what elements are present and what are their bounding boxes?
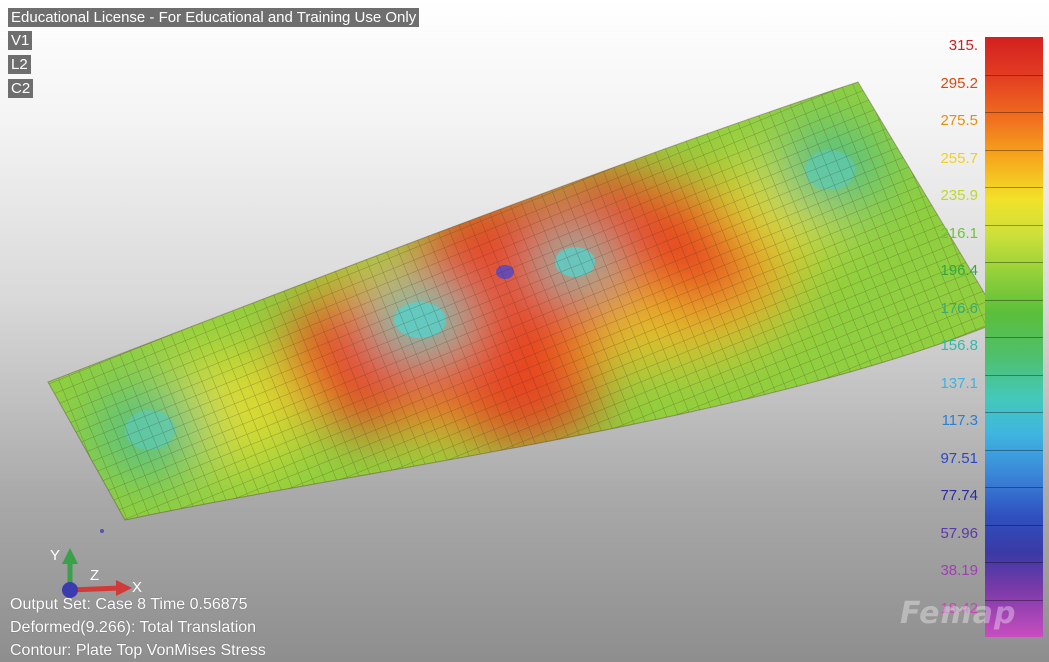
legend-tick-label: 196.4: [940, 262, 978, 279]
legend-tick-label: 117.3: [941, 412, 978, 429]
license-banner: Educational License - For Educational an…: [8, 8, 420, 27]
legend-tick-label: 38.19: [940, 562, 978, 579]
legend-tick-label: 77.74: [940, 487, 978, 504]
legend-tick-label: 255.7: [940, 149, 978, 167]
legend-divider: [985, 224, 1043, 226]
contour-legend-bar: [985, 37, 1043, 637]
legend-divider: [985, 187, 1043, 188]
legend-tick-label: 97.51: [940, 449, 978, 467]
deformed-label: Deformed(9.266): Total Translation: [10, 619, 257, 636]
legend-divider: [985, 487, 1043, 488]
y-axis-arrow-icon: [62, 548, 78, 564]
legend-divider: [985, 412, 1043, 413]
triad-x-label: X: [132, 579, 142, 596]
femap-watermark-logo: Femap: [900, 596, 1017, 631]
legend-tick-label: 137.1: [940, 374, 978, 392]
legend-divider: [985, 337, 1043, 338]
legend-divider: [985, 524, 1043, 526]
legend-divider: [985, 74, 1043, 76]
legend-divider: [985, 112, 1043, 113]
axis-triad: Y Z X: [50, 547, 142, 598]
legend-tick-label: 216.1: [940, 224, 978, 242]
legend-divider: [985, 599, 1043, 601]
legend-divider: [985, 562, 1043, 563]
color-tag: C2: [8, 79, 34, 98]
legend-tick-label: 235.9: [940, 187, 978, 204]
legend-tick-label: 57.96: [940, 524, 978, 542]
contour-label: Contour: Plate Top VonMises Stress: [10, 642, 266, 659]
legend-tick-label: 18.42: [940, 599, 978, 617]
x-axis-arrow-icon: [116, 580, 132, 596]
legend-divider: [985, 449, 1043, 451]
triad-z-label: Z: [90, 567, 99, 584]
layer-tag: L2: [8, 55, 31, 74]
legend-divider: [985, 374, 1043, 376]
output-set-label: Output Set: Case 8 Time 0.56875: [10, 596, 248, 613]
legend-tick-label: 156.8: [940, 337, 978, 354]
z-axis-icon: [62, 582, 78, 598]
view-tag: V1: [8, 31, 33, 50]
legend-tick-label: 315.: [948, 37, 978, 54]
legend-tick-label: 275.5: [940, 112, 978, 129]
triad-y-label: Y: [50, 547, 60, 564]
legend-tick-label: 295.2: [940, 74, 978, 92]
legend-tick-label: 176.6: [940, 299, 978, 317]
legend-divider: [985, 299, 1043, 301]
legend-divider: [985, 262, 1043, 263]
legend-divider: [985, 149, 1043, 151]
